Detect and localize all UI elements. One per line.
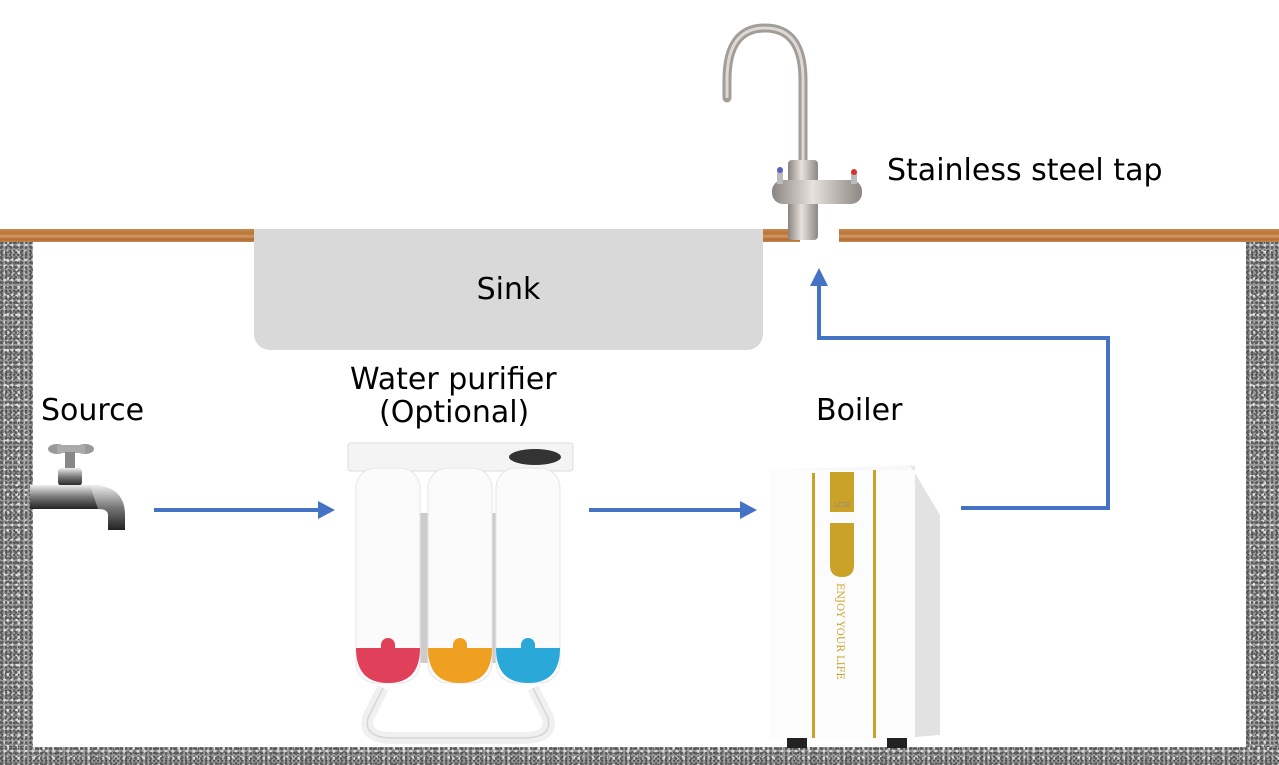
sink: Sink	[254, 229, 763, 350]
source-label: Source	[41, 393, 145, 428]
boiler-unit-icon: LCW ENJOY YOUR LIFE	[770, 465, 940, 748]
svg-text:LCW: LCW	[834, 501, 850, 509]
cabinet-floor	[0, 747, 1279, 765]
countertop-right	[839, 229, 1279, 242]
boiler-label: Boiler	[816, 393, 903, 428]
water-tap-icon	[30, 444, 125, 530]
tap-label: Stainless steel tap	[887, 153, 1163, 188]
purifier-label-line1: Water purifier	[350, 362, 557, 397]
svg-text:ENJOY YOUR LIFE: ENJOY YOUR LIFE	[834, 583, 845, 680]
cabinet-left-wall	[0, 241, 33, 765]
water-filter-icon	[347, 442, 574, 744]
arrow-source-to-purifier	[154, 501, 335, 519]
purifier-label-line2: (Optional)	[379, 395, 530, 430]
faucet-icon	[722, 23, 862, 240]
countertop-left	[0, 229, 254, 242]
sink-label: Sink	[476, 272, 541, 307]
arrow-purifier-to-boiler	[589, 501, 757, 519]
cabinet-right-wall	[1246, 241, 1279, 765]
arrow-boiler-to-tap	[810, 268, 1110, 510]
